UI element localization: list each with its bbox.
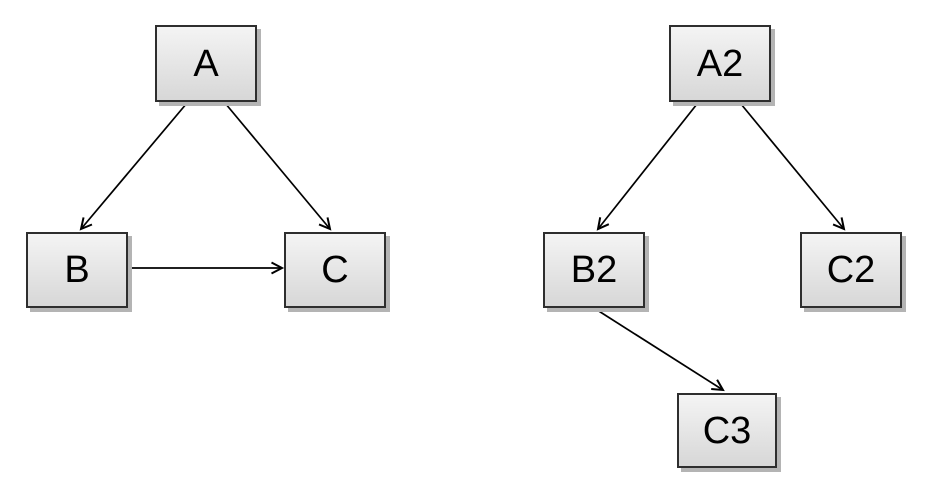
edge-A2-to-C2 <box>740 103 846 231</box>
node-B2-label: B2 <box>570 249 618 291</box>
edge-A-to-B <box>79 102 188 231</box>
node-A[interactable]: A <box>155 25 257 102</box>
node-C3[interactable]: C3 <box>677 393 777 468</box>
node-B2[interactable]: B2 <box>543 232 645 308</box>
node-C-label: C <box>321 249 349 291</box>
edge-A-to-C <box>224 102 332 231</box>
edge-A2-to-B2 <box>596 103 698 231</box>
node-B-label: B <box>64 249 90 291</box>
node-B[interactable]: B <box>26 232 128 308</box>
node-C2[interactable]: C2 <box>800 232 902 308</box>
node-A2-label: A2 <box>696 42 744 85</box>
node-C3-label: C3 <box>702 409 752 452</box>
node-C2-label: C2 <box>826 249 876 291</box>
node-C[interactable]: C <box>284 232 386 308</box>
edge-B2-to-C3 <box>593 307 725 392</box>
node-A2[interactable]: A2 <box>669 25 771 102</box>
node-A-label: A <box>193 42 219 85</box>
